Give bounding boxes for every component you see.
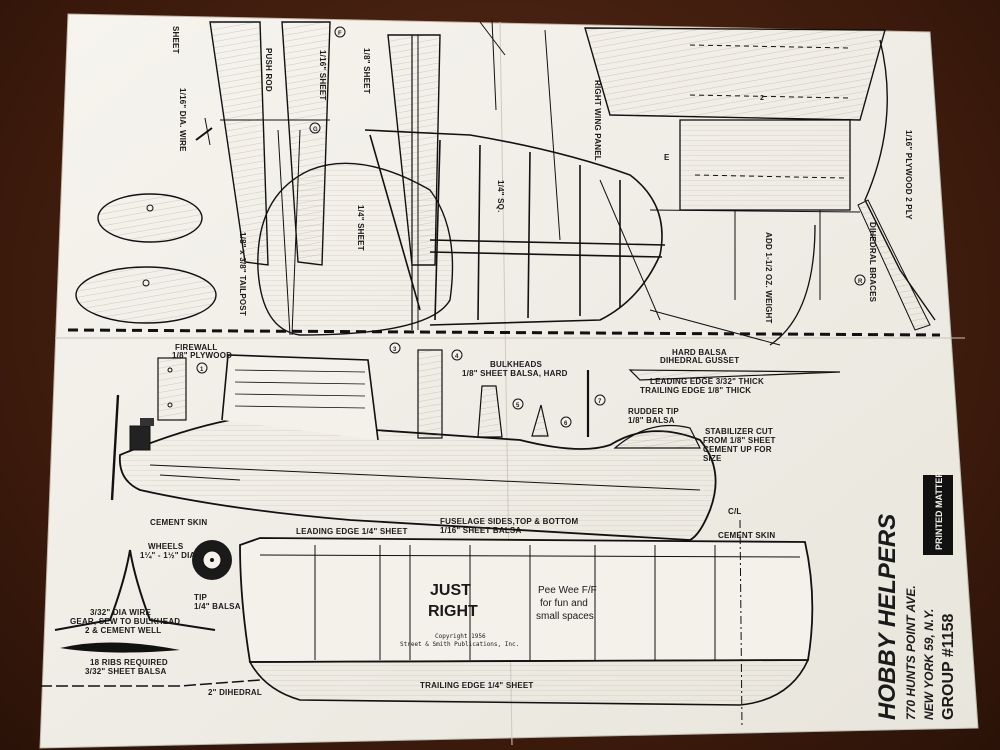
label-stab-cut-2: FROM 1/8" SHEET	[703, 436, 776, 445]
label-hard-balsa: HARD BALSA	[672, 348, 727, 357]
wing-side-view	[239, 519, 814, 729]
label-stab-cut-4: SIZE	[703, 454, 722, 463]
title-right: RIGHT	[428, 603, 478, 620]
title-just: JUST	[430, 582, 471, 599]
label-gear-1: 3/32" DIA WIRE	[90, 608, 151, 617]
tagline-2: for fun and	[540, 598, 588, 609]
label-dihedral-gusset: DIHEDRAL GUSSET	[660, 356, 739, 365]
fuselage-side-view	[110, 354, 717, 541]
callout-1: 1	[200, 367, 204, 373]
publisher-group: GROUP #1158	[940, 613, 957, 720]
part-number-callouts	[196, 26, 866, 428]
label-cl: C/L	[728, 507, 742, 516]
label-dihedral: 2" DIHEDRAL	[208, 688, 262, 697]
label-gear-3: 2 & CEMENT WELL	[85, 626, 161, 635]
callout-2: 2	[760, 95, 764, 102]
label-bulkheads-spec: 1/8" SHEET BALSA, HARD	[462, 369, 568, 378]
label-wheels-dia: 1¼" - 1½" DIA.	[140, 551, 198, 560]
label-cement-skin: CEMENT SKIN	[150, 518, 207, 527]
printed-matter-text: PRINTED MATTER	[934, 471, 944, 550]
label-leading-edge-14: LEADING EDGE 1/4" SHEET	[296, 527, 408, 536]
label-sheet-top: SHEET	[171, 26, 180, 54]
callout-g: G	[313, 127, 318, 133]
callout-5: 5	[516, 403, 520, 409]
publisher-block: HOBBY HELPERS 770 HUNTS POINT AVE. NEW Y…	[874, 471, 957, 720]
bulkhead-templates	[75, 193, 217, 324]
label-firewall-ply: 1/8" PLYWOOD	[172, 351, 232, 360]
callout-f: F	[338, 31, 342, 37]
label-stab-cut-1: STABILIZER CUT	[705, 427, 773, 436]
label-dia-wire: 1/16" DIA. WIRE	[178, 88, 187, 152]
label-rudder-tip-balsa: 1/8" BALSA	[628, 416, 675, 425]
label-right-wing-panel: RIGHT WING PANEL	[593, 80, 602, 161]
rib-template	[60, 642, 180, 653]
label-stab-cut-3: CEMENT UP FOR	[703, 445, 772, 454]
label-sq-14: 1/4" SQ.	[496, 180, 505, 213]
callout-7: 7	[598, 399, 602, 405]
annotation-labels: SHEET 1/16" DIA. WIRE PUSH ROD 1/16" SHE…	[70, 26, 913, 697]
callout-6: 6	[564, 421, 568, 427]
label-tailpost: 1/8" x 3/8" TAILPOST	[238, 232, 247, 316]
bulkhead-parts	[417, 349, 841, 449]
right-wing-panel	[364, 29, 666, 326]
label-trailing-edge-thick: TRAILING EDGE 1/8" THICK	[640, 386, 751, 395]
publisher-name: HOBBY HELPERS	[874, 514, 901, 720]
callout-e: E	[664, 153, 670, 162]
wheel-drawing	[192, 540, 232, 580]
fuselage-top-view	[257, 129, 454, 336]
landing-gear-wire	[54, 549, 216, 631]
cut-line	[67, 328, 941, 337]
label-sheet-116: 1/16" SHEET	[318, 50, 327, 100]
copyright-line-2: Street & Smith Publications, Inc.	[400, 641, 519, 648]
label-tip: TIP	[194, 593, 208, 602]
dihedral-guide	[40, 679, 261, 687]
label-ribs-2: 3/32" SHEET BALSA	[85, 667, 166, 676]
label-trailing-edge-14: TRAILING EDGE 1/4" SHEET	[420, 681, 534, 690]
printed-matter-stamp	[923, 475, 953, 555]
label-leading-edge-thick: LEADING EDGE 3/32" THICK	[650, 377, 764, 386]
label-sheet-18: 1/8" SHEET	[362, 48, 371, 94]
label-plywood-2ply: 1/16" PLYWOOD 2 PLY	[904, 130, 913, 220]
callout-r: R	[858, 279, 863, 285]
label-ribs-1: 18 RIBS REQUIRED	[90, 658, 168, 667]
copyright-line-1: Copyright 1956	[435, 633, 486, 640]
label-dihedral-braces: DIHEDRAL BRACES	[868, 222, 877, 303]
label-gear-2: GEAR, SEW TO BULKHEAD	[70, 617, 180, 626]
label-sheet-14: 1/4" SHEET	[356, 205, 365, 251]
label-fuselage-spec: 1/16" SHEET BALSA	[440, 526, 521, 535]
label-bulkheads: BULKHEADS	[490, 360, 542, 369]
label-firewall: FIREWALL	[175, 343, 217, 352]
publisher-address-2: NEW YORK 59, N.Y.	[922, 609, 936, 720]
label-add-weight: ADD 1-1/2 OZ. WEIGHT	[764, 232, 773, 324]
label-tip-balsa: 1/4" BALSA	[194, 602, 241, 611]
callout-3: 3	[393, 347, 397, 353]
label-fuselage-sides: FUSELAGE SIDES,TOP & BOTTOM	[440, 517, 578, 526]
label-rudder-tip: RUDDER TIP	[628, 407, 679, 416]
label-push-rod: PUSH ROD	[264, 48, 273, 92]
tagline-3: small spaces	[536, 611, 594, 622]
label-wheels: WHEELS	[148, 542, 184, 551]
publisher-address-1: 770 HUNTS POINT AVE.	[904, 585, 918, 720]
tagline-1: Pee Wee F/F	[538, 585, 597, 596]
wing-center-section	[584, 27, 936, 346]
label-cement-skin-right: CEMENT SKIN	[718, 531, 775, 540]
callout-4: 4	[455, 354, 459, 360]
